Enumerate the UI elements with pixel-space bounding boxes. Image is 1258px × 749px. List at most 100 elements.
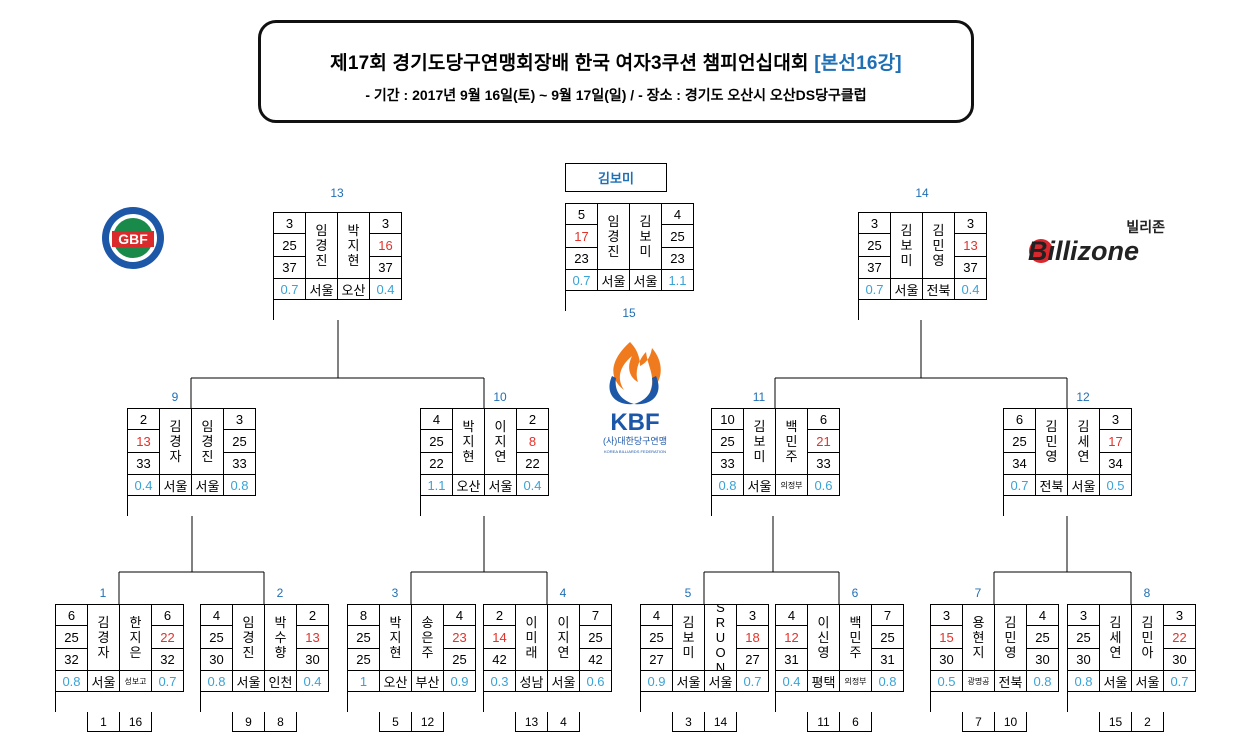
right-inning: 3 <box>224 409 256 430</box>
left-average: 0.7 <box>1004 475 1036 496</box>
right-score: 8 <box>517 430 549 453</box>
total-innings-right: 42 <box>580 649 612 671</box>
right-score: 13 <box>297 626 329 649</box>
match-number: 4 <box>559 586 567 600</box>
total-innings-left: 33 <box>128 453 160 475</box>
right-average: 0.4 <box>517 475 549 496</box>
left-inning: 6 <box>1004 409 1036 430</box>
right-region: 서울 <box>485 475 517 496</box>
total-innings-right: 37 <box>370 257 402 279</box>
left-region: 서울 <box>88 671 120 692</box>
left-average: 0.8 <box>1068 671 1100 692</box>
right-inning: 4 <box>1027 605 1059 626</box>
left-score: 13 <box>128 430 160 453</box>
total-innings-left: 30 <box>1068 649 1100 671</box>
total-innings-left: 34 <box>1004 453 1036 475</box>
left-score: 25 <box>859 234 891 257</box>
seed-number: 2 <box>1132 712 1164 732</box>
total-innings-left: 37 <box>859 257 891 279</box>
svg-text:Billizone: Billizone <box>1028 236 1139 266</box>
right-average: 0.8 <box>1027 671 1059 692</box>
right-average: 0.7 <box>737 671 769 692</box>
right-score: 25 <box>662 225 694 248</box>
match-number: 5 <box>684 586 692 600</box>
right-region: 전북 <box>923 279 955 300</box>
right-inning: 6 <box>808 409 840 430</box>
left-average: 1.1 <box>421 475 453 496</box>
left-region: 서울 <box>1100 671 1132 692</box>
right-region: 서울 <box>630 270 662 291</box>
right-score: 18 <box>737 626 769 649</box>
total-innings-right: 30 <box>1027 649 1059 671</box>
left-score: 17 <box>566 225 598 248</box>
right-region: 전북 <box>995 671 1027 692</box>
svg-text:KOREA BILLIARDS FEDERATION: KOREA BILLIARDS FEDERATION <box>604 449 666 454</box>
seed-number: 10 <box>995 712 1027 732</box>
left-average: 1 <box>348 671 380 692</box>
title-box: 제17회 경기도당구연맹회장배 한국 여자3쿠션 챔피언십대회 [본선16강] … <box>258 20 974 123</box>
left-score: 25 <box>421 430 453 453</box>
right-region: 성보고 <box>120 671 152 692</box>
left-score: 12 <box>776 626 808 649</box>
total-innings-right: 23 <box>662 248 694 270</box>
left-score: 25 <box>712 430 744 453</box>
kbf-logo: KBF (사)대한당구연맹 KOREA BILLIARDS FEDERATION <box>590 338 680 463</box>
right-region: 서울 <box>705 671 737 692</box>
right-average: 0.4 <box>955 279 987 300</box>
right-inning: 3 <box>370 213 402 234</box>
match-number: 1 <box>99 586 107 600</box>
right-region: 의정부 <box>840 671 872 692</box>
left-score: 25 <box>348 626 380 649</box>
right-score: 25 <box>224 430 256 453</box>
right-score: 21 <box>808 430 840 453</box>
right-average: 0.5 <box>1100 475 1132 496</box>
left-region: 서울 <box>598 270 630 291</box>
svg-text:(사)대한당구연맹: (사)대한당구연맹 <box>603 436 667 446</box>
match-number: 14 <box>915 186 929 200</box>
right-average: 0.6 <box>580 671 612 692</box>
right-score: 22 <box>152 626 184 649</box>
seed-number: 6 <box>840 712 872 732</box>
right-inning: 6 <box>152 605 184 626</box>
seed-number: 13 <box>516 712 548 732</box>
svg-text:빌리존: 빌리존 <box>1126 219 1165 235</box>
seed-number: 15 <box>1100 712 1132 732</box>
match-number: 12 <box>1076 390 1090 404</box>
seed-number: 12 <box>412 712 444 732</box>
billizone-logo: 빌리존 Billizone <box>1025 214 1170 275</box>
left-region: 서울 <box>744 475 776 496</box>
total-innings-left: 30 <box>931 649 963 671</box>
total-innings-left: 23 <box>566 248 598 270</box>
left-average: 0.8 <box>712 475 744 496</box>
left-inning: 4 <box>421 409 453 430</box>
right-average: 0.6 <box>808 475 840 496</box>
left-inning: 2 <box>128 409 160 430</box>
match-number: 3 <box>391 586 399 600</box>
left-region: 서울 <box>233 671 265 692</box>
total-innings-right: 37 <box>955 257 987 279</box>
seed-number: 9 <box>233 712 265 732</box>
total-innings-right: 22 <box>517 453 549 475</box>
match-number: 6 <box>851 586 859 600</box>
left-inning: 4 <box>776 605 808 626</box>
